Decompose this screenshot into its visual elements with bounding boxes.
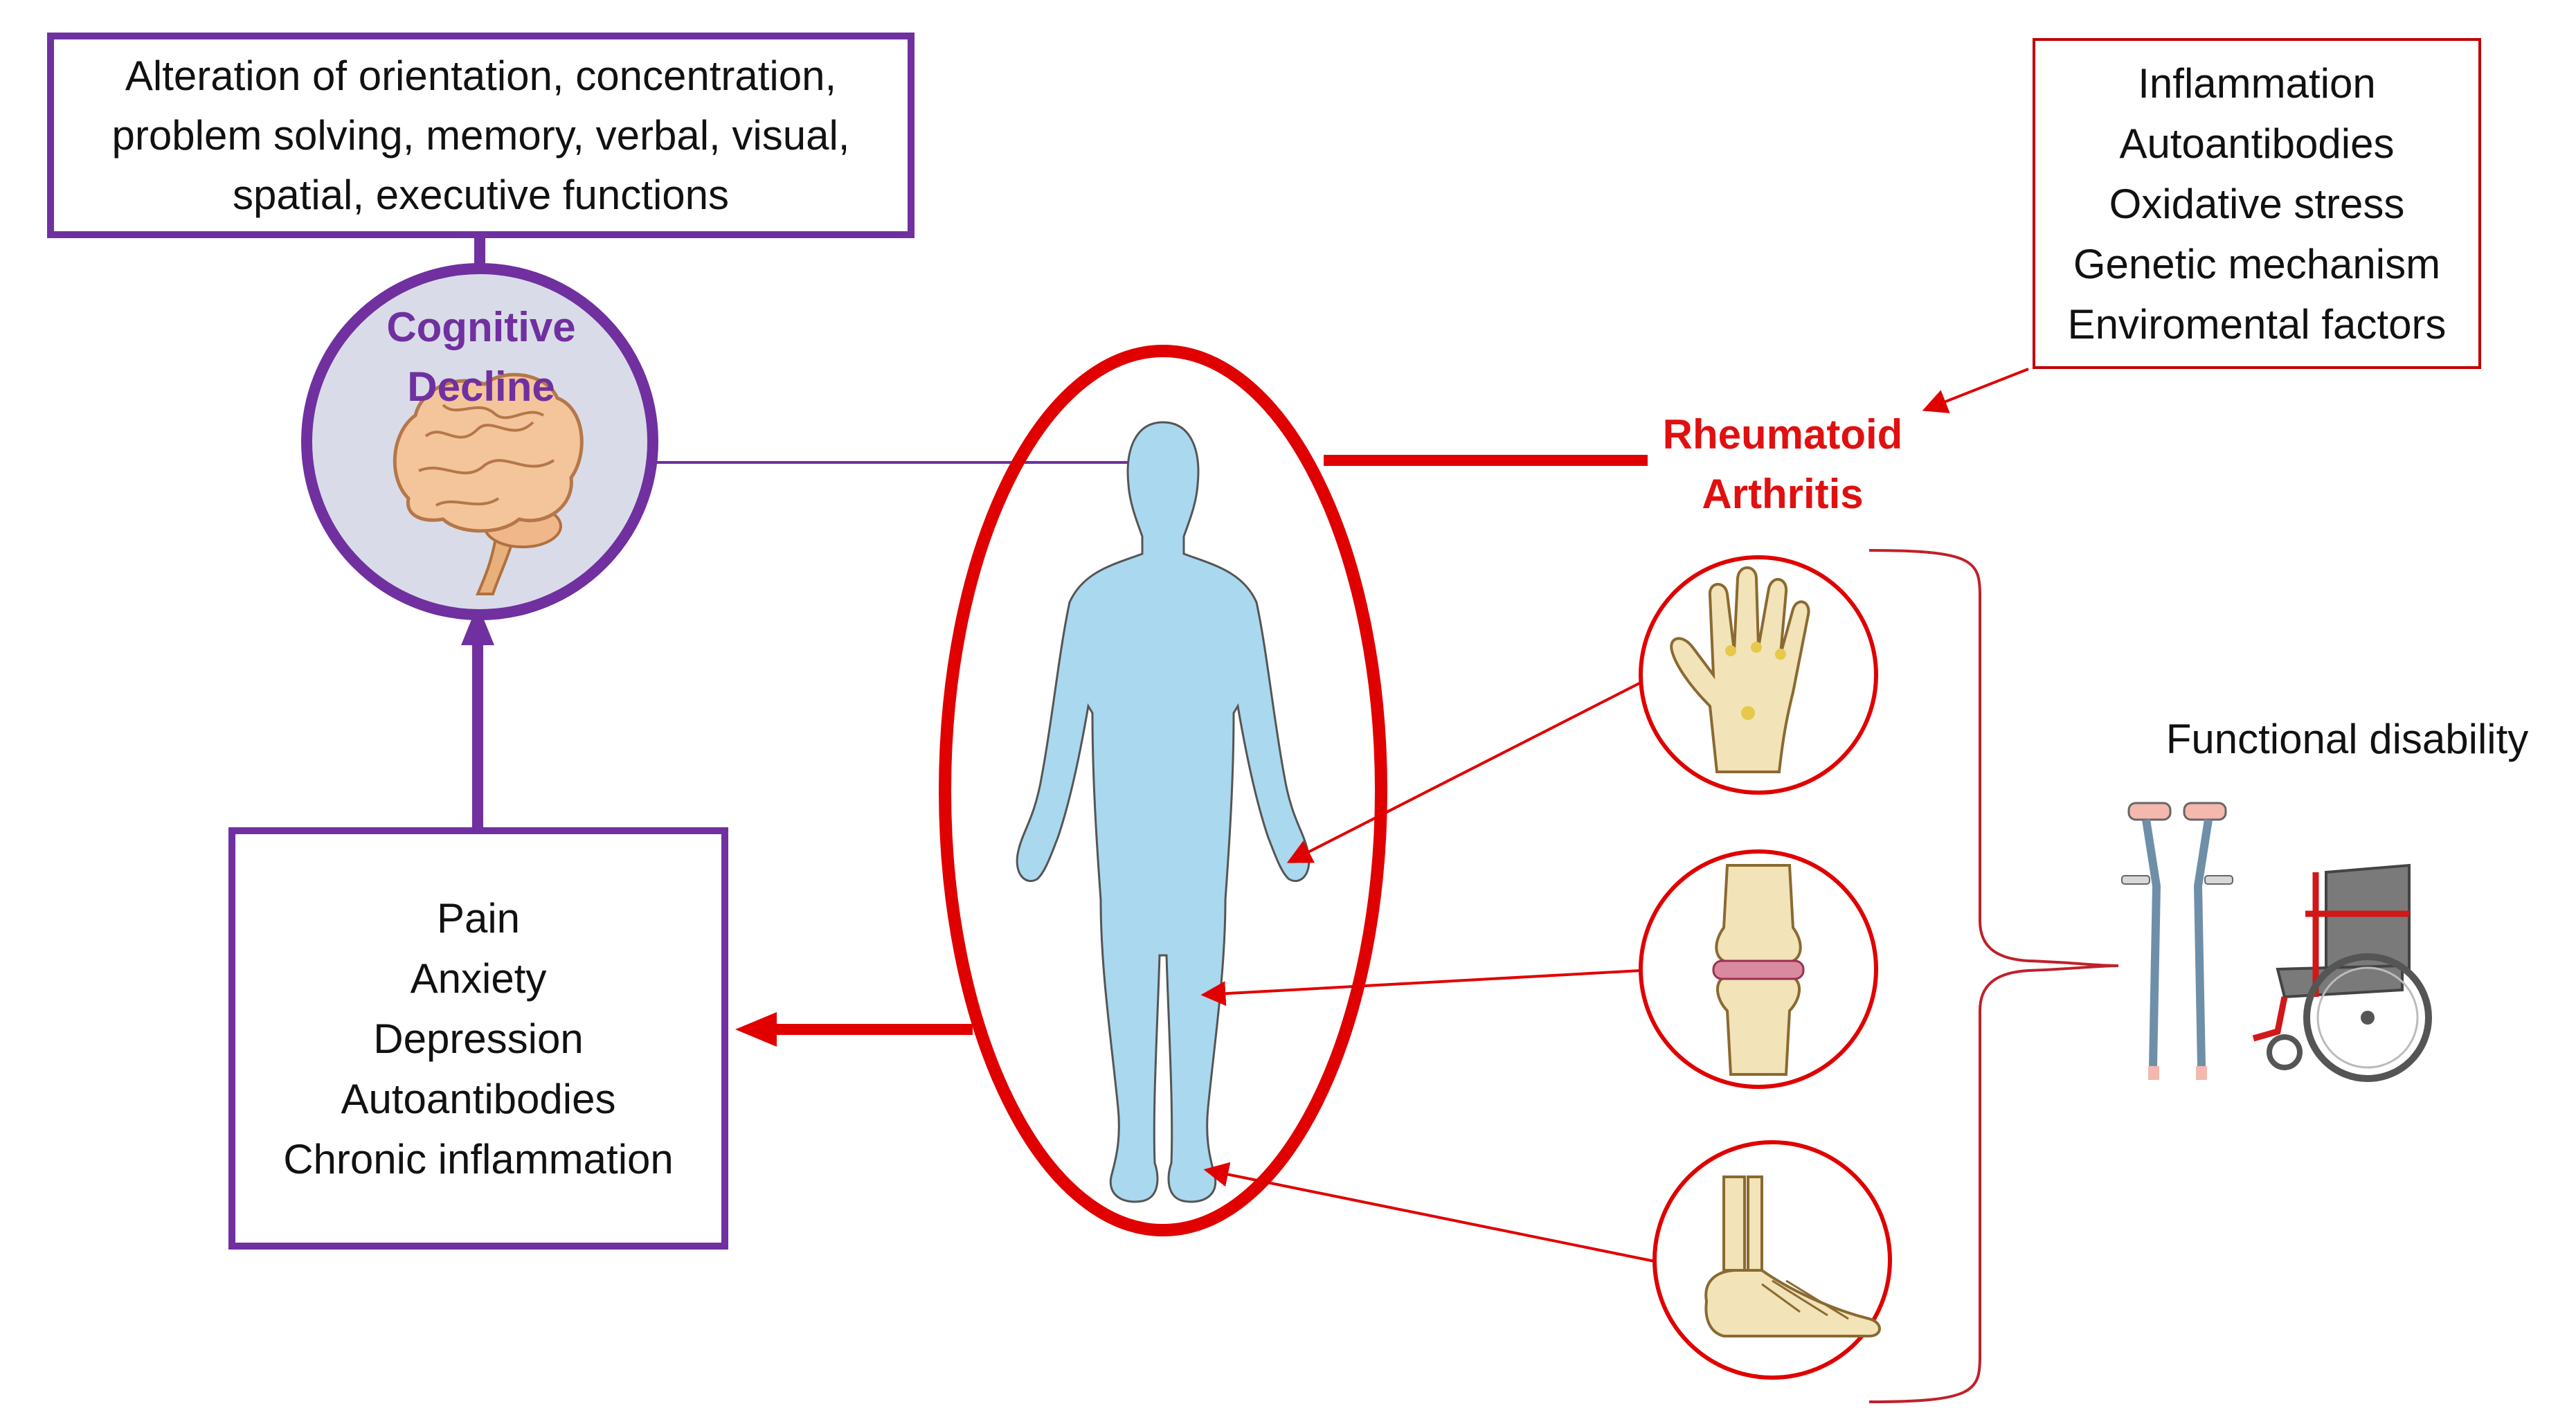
contributor-item: Anxiety	[410, 955, 547, 1002]
contributor-item: Pain	[436, 894, 521, 941]
cognitive-functions-line: problem solving, memory, verbal, visual,	[111, 111, 850, 159]
hand-to-body-arrow	[1286, 681, 1643, 863]
cognitive-functions-box: Alteration of orientation, concentration…	[47, 33, 915, 238]
foot-joint-circle	[1652, 1140, 1892, 1380]
cognitive-decline-title: Cognitive Decline	[322, 298, 640, 417]
functional-disability-title: Functional disability	[2165, 716, 2529, 762]
foot-to-body-arrow	[1203, 1162, 1655, 1263]
factors-to-ra-arrow	[1922, 368, 2029, 413]
ra-factor-item: Oxidative stress	[2109, 180, 2405, 227]
contributor-item: Depression	[373, 1015, 584, 1062]
ra-factor-item: Genetic mechanism	[2073, 240, 2441, 287]
ra-title-line: Rheumatoid	[1662, 411, 1903, 458]
hand-joint-icon	[1670, 566, 1810, 773]
cognitive-decline-title-line: Cognitive	[386, 304, 576, 350]
wheelchair-icon	[2252, 863, 2432, 1082]
contributors-box: Pain Anxiety Depression Autoantibodies C…	[228, 827, 728, 1250]
human-body-icon	[1016, 421, 1310, 1203]
ra-factor-item: Enviromental factors	[2067, 300, 2447, 348]
cognitive-decline-title-line: Decline	[407, 363, 555, 410]
contributor-item: Autoantibodies	[341, 1075, 616, 1122]
contributors-to-cognition-arrow	[461, 604, 494, 827]
contributor-item: Chronic inflammation	[283, 1135, 674, 1182]
ra-factor-item: Autoantibodies	[2119, 120, 2395, 167]
rheumatoid-arthritis-title: Rheumatoid Arthritis	[1613, 405, 1952, 524]
body-ellipse	[939, 345, 1387, 1236]
brain-icon	[393, 372, 584, 595]
cognitive-functions-line: Alteration of orientation, concentration…	[125, 52, 837, 99]
ra-factor-item: Inflammation	[2138, 60, 2376, 107]
disability-brace	[1868, 549, 2119, 1403]
body-to-contributors-arrow	[735, 1012, 973, 1047]
foot-joint-icon	[1704, 1175, 1881, 1337]
knee-joint-icon	[1712, 864, 1805, 1076]
ra-factors-box: Inflammation Autoantibodies Oxidative st…	[2033, 38, 2481, 369]
knee-to-body-arrow	[1200, 969, 1641, 1007]
crutches-icon	[2121, 802, 2233, 1080]
cognitive-functions-line: spatial, executive functions	[232, 171, 730, 218]
ra-title-line: Arthritis	[1702, 471, 1864, 517]
